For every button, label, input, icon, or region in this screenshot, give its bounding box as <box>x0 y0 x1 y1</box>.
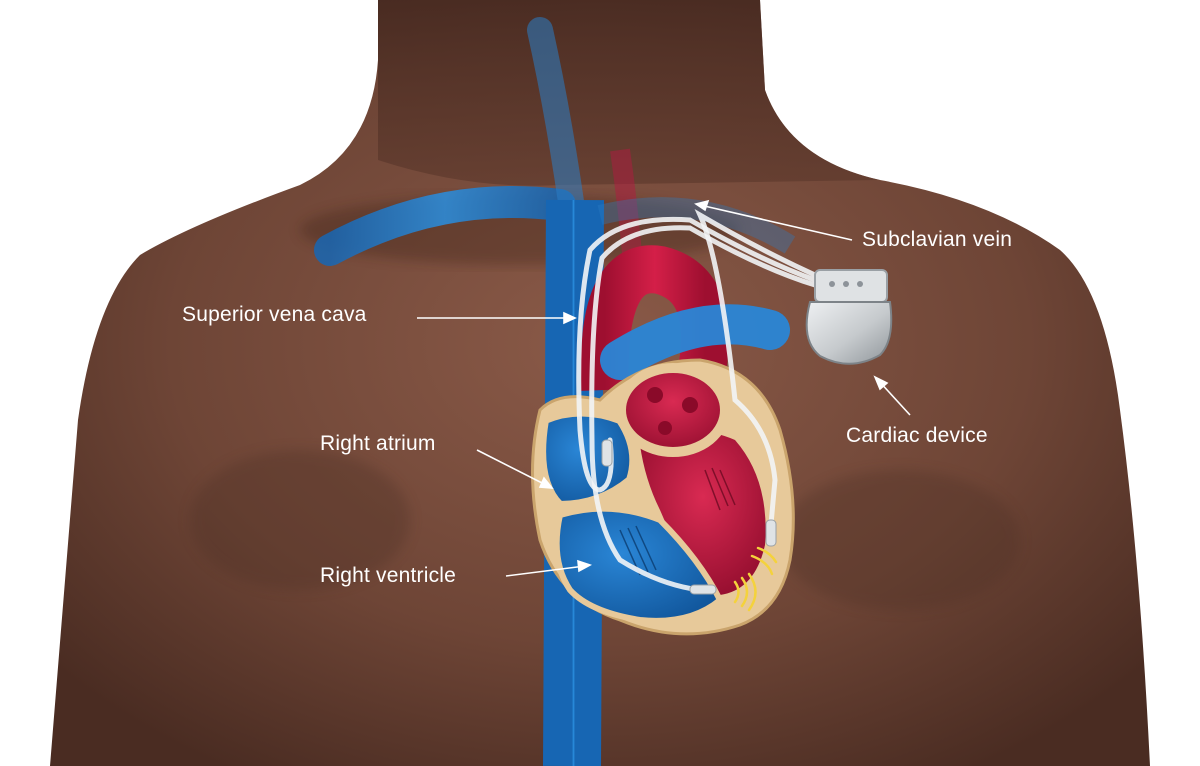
heart <box>531 358 795 636</box>
label-subclavian-vein: Subclavian vein <box>862 228 1013 251</box>
pacing-signal <box>733 546 778 612</box>
pacemaker-leads <box>576 208 818 595</box>
callout-lines <box>417 199 911 577</box>
label-cardiac-device: Cardiac device <box>846 424 988 447</box>
label-right-ventricle: Right ventricle <box>320 564 457 587</box>
label-right-atrium: Right atrium <box>320 432 436 455</box>
cardiac-device <box>805 269 893 365</box>
label-superior-vena-cava: Superior vena cava <box>182 303 367 326</box>
